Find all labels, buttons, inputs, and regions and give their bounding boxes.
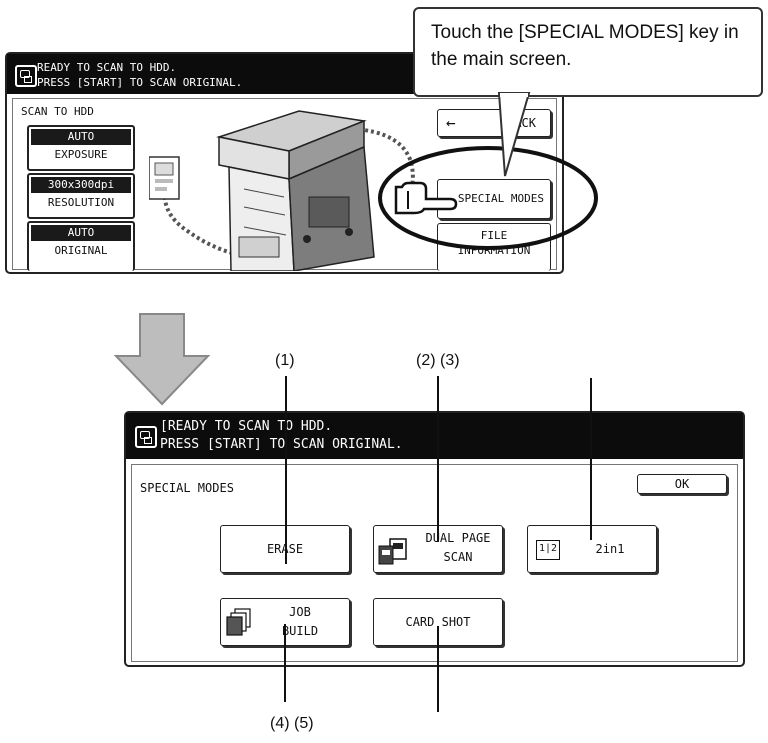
status-line-2: PRESS [START] TO SCAN ORIGINAL. [160,437,403,452]
ok-button[interactable]: OK [637,474,727,494]
resolution-value: 300x300dpi [31,177,131,193]
status-line-2: PRESS [START] TO SCAN ORIGINAL. [37,76,243,89]
copier-machine-icon [149,110,415,271]
2in1-label: 2in1 [595,542,625,556]
label-2-3: (2) (3) [416,352,460,369]
callout-box: Touch the [SPECIAL MODES] key in the mai… [413,7,763,97]
label-4-5: (4) (5) [270,715,314,732]
section-title: SPECIAL MODES [140,481,234,495]
job-build-line1: JOB [289,605,311,619]
leader-line-card-shot [437,626,439,712]
card-shot-label: CARD SHOT [405,615,471,629]
2in1-icon: 1|2 [536,540,560,560]
dual-page-line2: SCAN [443,550,473,564]
file-information-line1: FILE [480,229,508,242]
label-1: (1) [275,352,295,369]
original-label: ORIGINAL [54,244,108,257]
ok-label: OK [674,477,690,491]
arrow-left-icon: ← [446,113,456,132]
original-value: AUTO [31,225,131,241]
job-build-icon [226,608,251,636]
status-bar: [READY TO SCAN TO HDD. PRESS [START] TO … [126,413,743,459]
leader-line-2-3 [437,376,439,542]
dual-page-icon [378,538,407,565]
document-hand-icon [15,65,37,87]
status-line-1: READY TO SCAN TO HDD. [37,61,177,74]
job-build-line2: BUILD [281,624,319,638]
card-shot-button[interactable]: CARD SHOT [373,598,503,646]
original-key[interactable]: AUTO ORIGINAL [27,221,135,271]
special-modes-button[interactable]: SPECIAL MODES [437,179,551,219]
exposure-value: AUTO [31,129,131,145]
leader-line-4-5 [284,624,286,702]
job-build-button[interactable]: JOB BUILD [220,598,350,646]
document-hand-icon [135,426,157,448]
callout-pointer [497,92,531,177]
special-modes-label: SPECIAL MODES [457,192,544,205]
main-screen-body: SCAN TO HDD AUTO EXPOSURE 300x300dpi RES… [12,98,557,271]
highlight-ellipse [378,146,598,250]
exposure-label: EXPOSURE [54,148,108,161]
pointing-hand-icon [394,181,458,215]
leader-line-1 [285,376,287,564]
callout-text: Touch the [SPECIAL MODES] key in the mai… [431,22,739,70]
special-modes-panel: [READY TO SCAN TO HDD. PRESS [START] TO … [124,411,745,667]
leader-line-2in1 [590,378,592,540]
down-arrow-icon [114,313,210,406]
special-modes-body: SPECIAL MODES OK ERASE DUAL PAGE SCAN 1|… [131,464,738,662]
back-button[interactable]: ← BACK [437,109,551,137]
resolution-key[interactable]: 300x300dpi RESOLUTION [27,173,135,219]
dual-page-line1: DUAL PAGE [425,531,491,545]
2in1-button[interactable]: 1|2 2in1 [527,525,657,573]
exposure-key[interactable]: AUTO EXPOSURE [27,125,135,171]
resolution-label: RESOLUTION [47,196,115,209]
status-line-1: [READY TO SCAN TO HDD. [160,419,333,434]
section-title: SCAN TO HDD [21,105,94,118]
